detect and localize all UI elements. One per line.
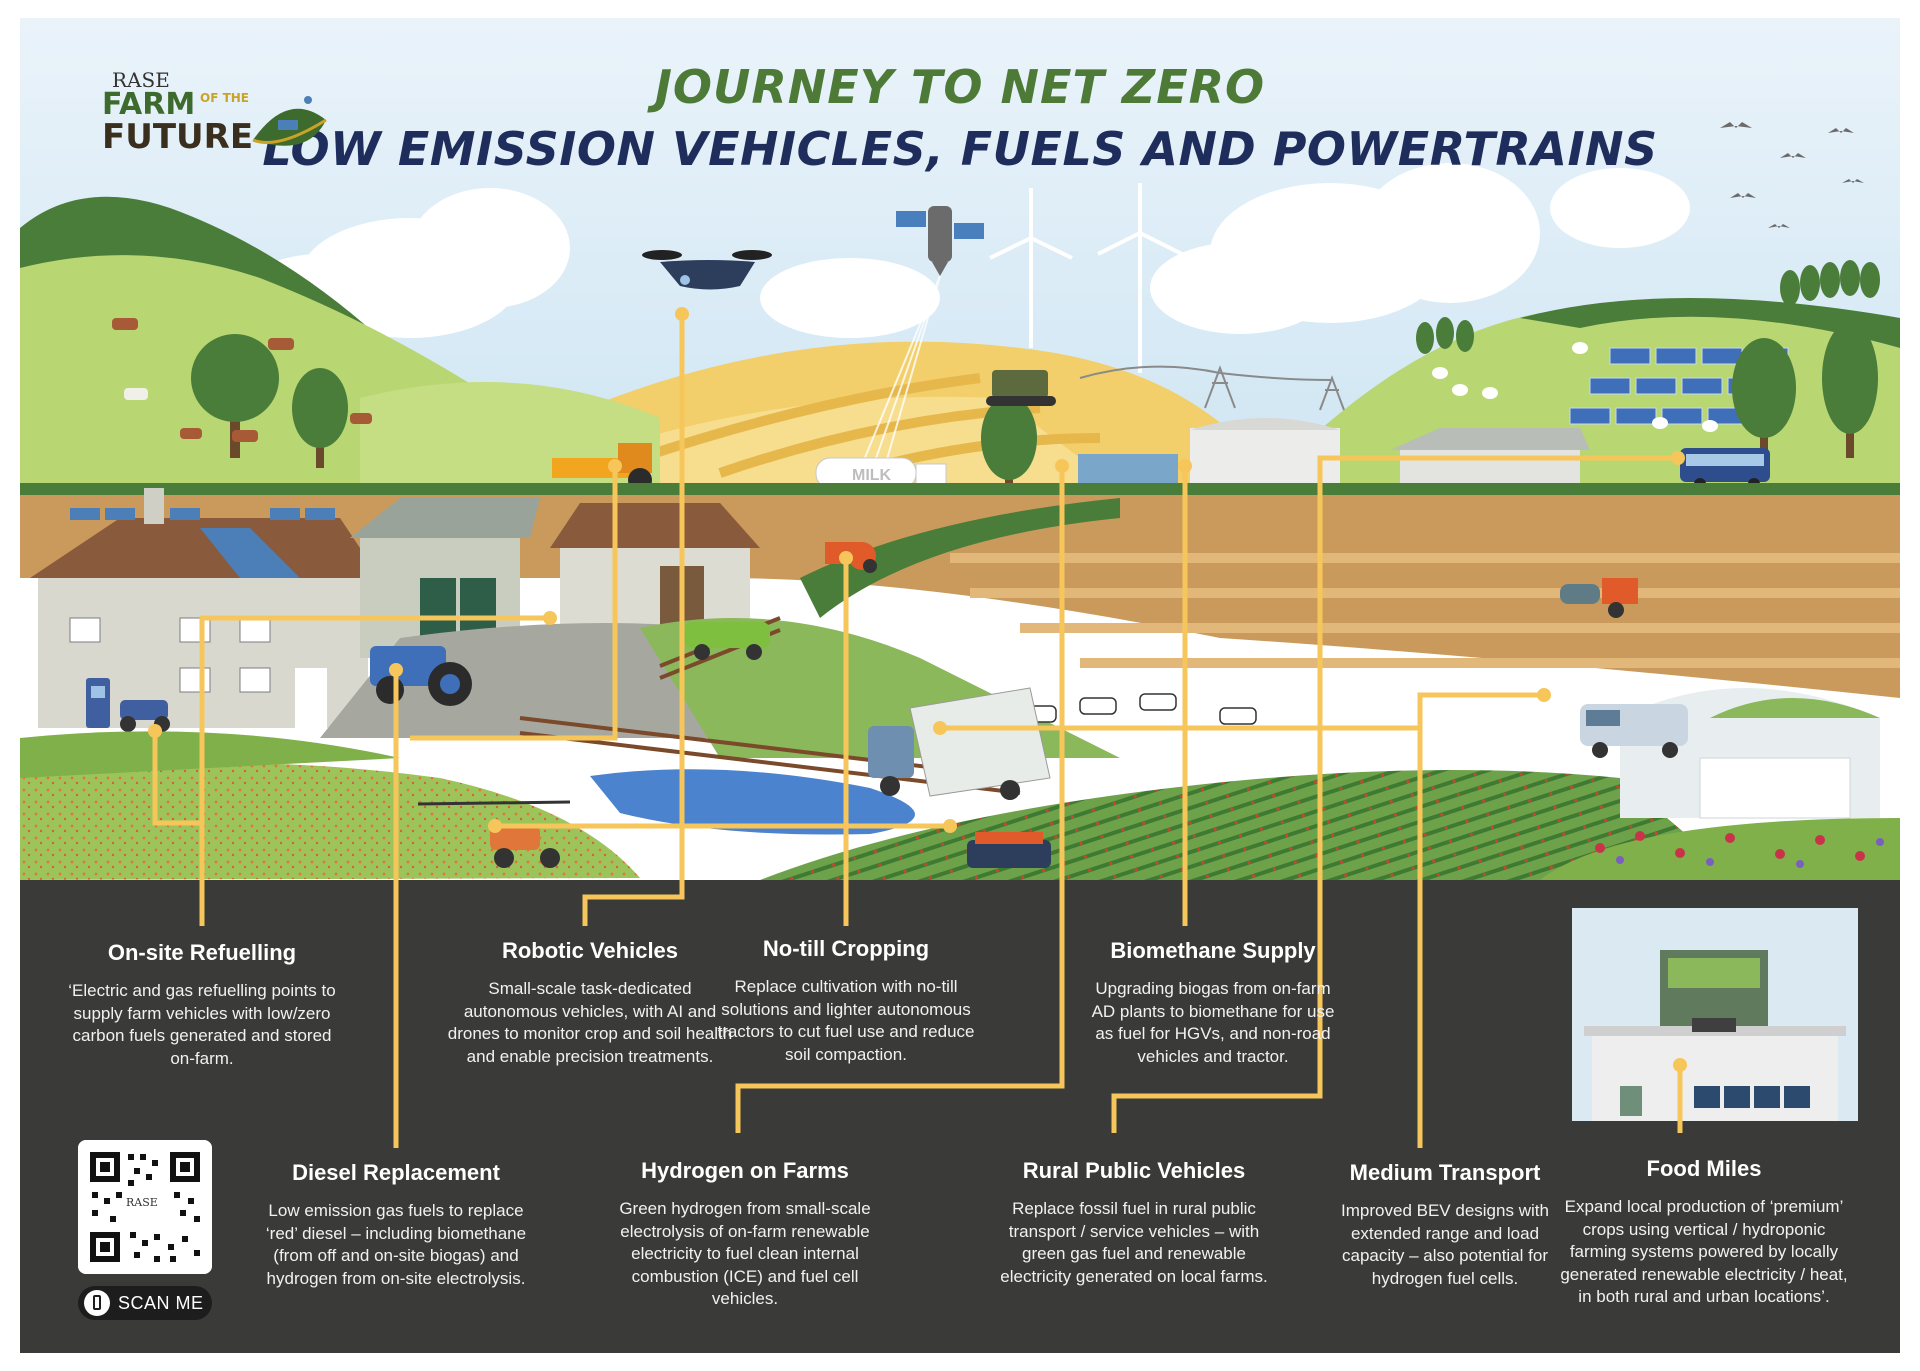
section-no-till-cropping: No-till Cropping Replace cultivation wit… (710, 936, 982, 1066)
page-title-line2: LOW EMISSION VEHICLES, FUELS AND POWERTR… (262, 122, 1658, 176)
section-title: Robotic Vehicles (501, 938, 679, 963)
section-title: Medium Transport (1349, 1160, 1541, 1185)
section-rural-public-vehicles: Rural Public Vehicles Replace fossil fue… (996, 1158, 1272, 1288)
van-icon (1580, 704, 1688, 758)
section-text: Expand local production of ‘premium’ cro… (1560, 1197, 1848, 1306)
section-hydrogen-on-farms: Hydrogen on Farms Green hydrogen from sm… (600, 1158, 890, 1311)
cow-icon (112, 318, 372, 442)
qr-logo-label: RASE (124, 1196, 160, 1209)
section-text: Replace cultivation with no-till solutio… (717, 977, 975, 1064)
logo-line2: FUTURE (102, 117, 254, 157)
logo-org: RASE (112, 68, 170, 92)
section-title: Food Miles (1646, 1156, 1762, 1181)
connector-lines (148, 307, 1687, 1148)
scan-me-button[interactable]: SCAN ME (78, 1286, 212, 1320)
section-on-site-refuelling: On-site Refuelling ‘Electric and gas ref… (62, 940, 342, 1070)
scan-me-label: SCAN ME (118, 1293, 204, 1313)
section-text: Small-scale task-dedicated autonomous ve… (447, 979, 733, 1066)
section-text: Green hydrogen from small-scale electrol… (619, 1199, 871, 1308)
section-text: ‘Electric and gas refuelling points to s… (68, 981, 336, 1068)
logo-line1: FARM (102, 87, 196, 122)
phone-icon (84, 1290, 110, 1316)
rase-logo: RASE FARM OF THE FUTURE (98, 60, 338, 180)
logo-badge-icon (252, 96, 327, 146)
section-food-miles: Food Miles Expand local production of ‘p… (1560, 1156, 1848, 1309)
section-title: Hydrogen on Farms (641, 1158, 849, 1183)
section-text: Upgrading biogas from on-farm AD plants … (1091, 979, 1335, 1066)
section-robotic-vehicles: Robotic Vehicles Small-scale task-dedica… (445, 938, 735, 1068)
section-text: Low emission gas fuels to replace ‘red’ … (265, 1201, 527, 1288)
section-text: Improved BEV designs with extended range… (1341, 1201, 1549, 1288)
page-title-line1: JOURNEY TO NET ZERO (654, 60, 1266, 114)
poster: MILK (20, 18, 1900, 1353)
lorry-icon (868, 687, 1051, 800)
section-diesel-replacement: Diesel Replacement Low emission gas fuel… (265, 1160, 527, 1290)
section-title: Biomethane Supply (1110, 938, 1316, 963)
section-title: Rural Public Vehicles (1022, 1158, 1246, 1183)
drone-icon (642, 250, 772, 290)
section-medium-transport: Medium Transport Improved BEV designs wi… (1336, 1160, 1554, 1290)
section-biomethane-supply: Biomethane Supply Upgrading biogas from … (1088, 938, 1338, 1068)
bird-icon (1720, 122, 1864, 228)
vertical-farm-icon (1572, 908, 1858, 1121)
section-title: No-till Cropping (762, 936, 930, 961)
ev-charger-icon (86, 678, 110, 728)
logo-small: OF THE (200, 91, 250, 105)
section-title: On-site Refuelling (107, 940, 297, 965)
trees (191, 260, 1880, 498)
svg-text:MILK: MILK (852, 467, 892, 484)
clouds (240, 163, 1690, 342)
farm-scene: MILK (20, 18, 1900, 880)
section-text: Replace fossil fuel in rural public tran… (1000, 1199, 1268, 1286)
section-title: Diesel Replacement (292, 1160, 500, 1185)
wind-turbine-icon (989, 183, 1183, 373)
sheep-icon (1432, 342, 1718, 432)
